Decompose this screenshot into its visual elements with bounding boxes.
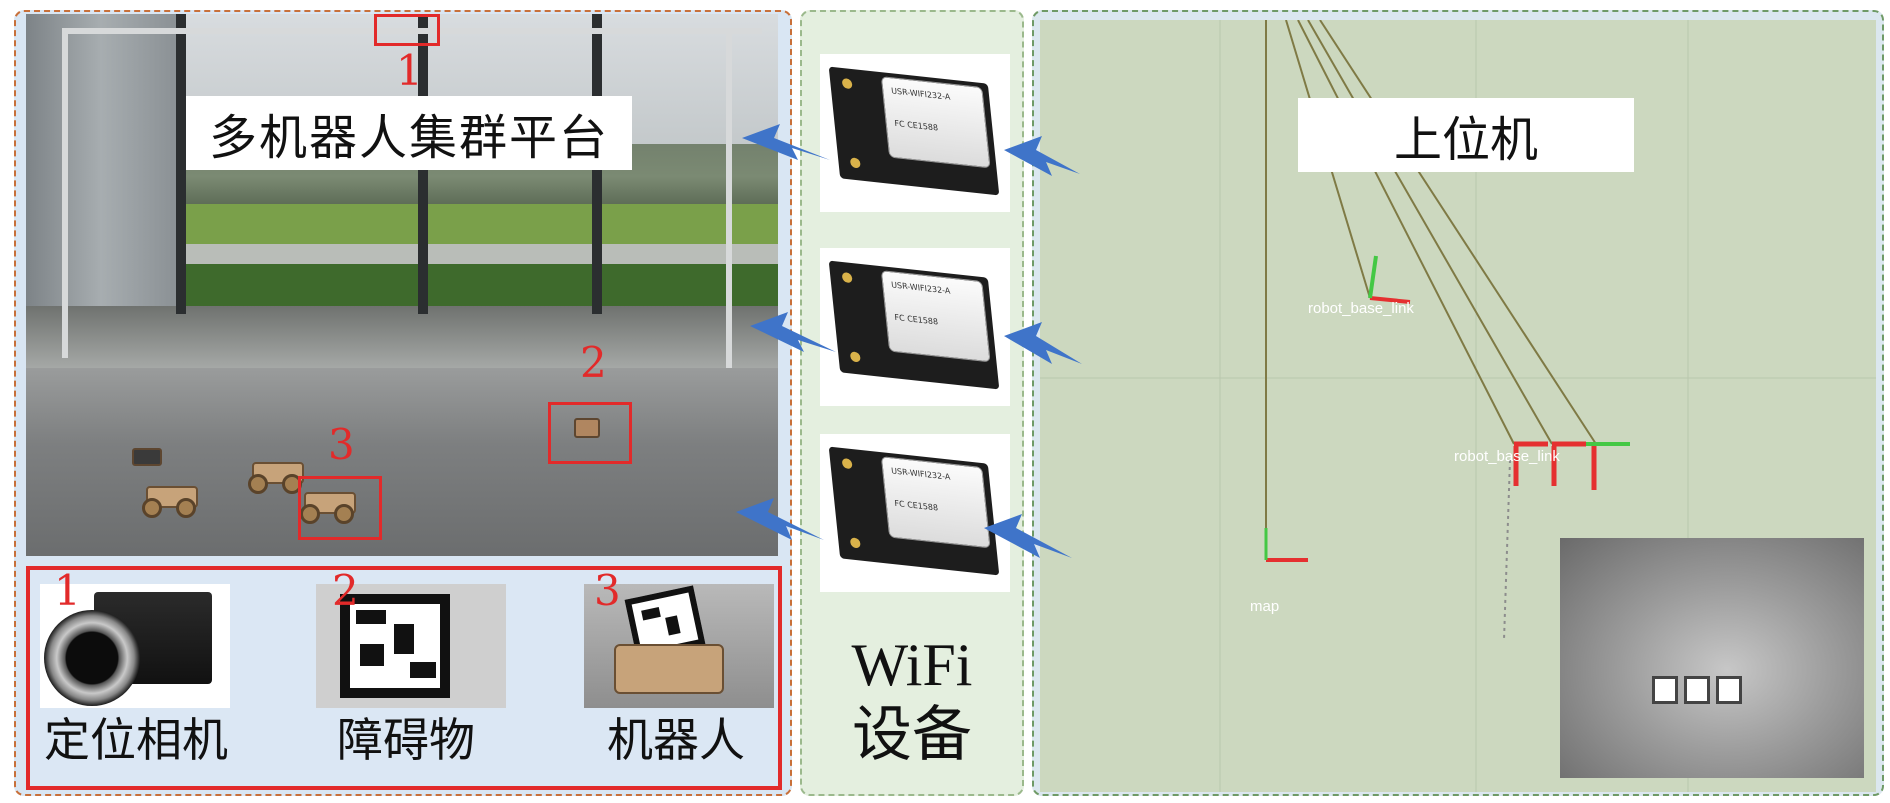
wifi-title-line1: WiFi — [851, 632, 973, 698]
obstacle-block — [574, 418, 600, 438]
camera-feed-image — [1560, 538, 1864, 778]
platform-photo — [26, 14, 778, 556]
robot-frame-label: robot_base_link — [1454, 448, 1560, 465]
camera-marker-number: 1 — [396, 46, 423, 95]
robot-car — [300, 490, 360, 524]
host-title: 上位机 — [1298, 98, 1634, 172]
legend-label: 机器人 — [607, 713, 745, 767]
legend-label: 障碍物 — [337, 713, 475, 767]
wireless-arrow-icon — [742, 124, 830, 160]
legend-number: 3 — [594, 566, 621, 615]
legend: 1 定位相机 2 障碍物 3 机器人 — [26, 566, 782, 790]
obstacle-tag-image — [316, 584, 506, 708]
platform-title: 多机器人集群平台 — [186, 96, 632, 170]
obstacle-marker-number: 2 — [580, 338, 607, 387]
wireless-arrow-icon — [736, 498, 824, 540]
legend-label: 定位相机 — [44, 713, 228, 767]
robot-marker-box — [298, 476, 382, 540]
wireless-arrow-icon — [1004, 136, 1080, 176]
map-frame-label: map — [1250, 598, 1280, 615]
wireless-arrow-icon — [984, 514, 1072, 558]
positioning-camera-image — [40, 584, 230, 708]
legend-number: 2 — [332, 566, 359, 615]
robot-frame-label: robot_base_link — [1308, 300, 1414, 317]
robot-car — [248, 460, 308, 494]
wireless-arrow-icon — [750, 312, 836, 352]
robot-marker-number: 3 — [328, 420, 355, 469]
obstacle-marker-box — [548, 402, 632, 464]
wireless-arrow-icon — [1004, 322, 1082, 364]
robot-car — [142, 484, 202, 518]
wifi-title: WiFi 设备 — [800, 630, 1024, 770]
robot-image — [584, 584, 774, 708]
obstacle-block-small — [132, 448, 162, 466]
camera-marker-box — [374, 14, 440, 46]
legend-number: 1 — [54, 566, 81, 615]
wifi-title-line2: 设备 — [852, 702, 972, 768]
